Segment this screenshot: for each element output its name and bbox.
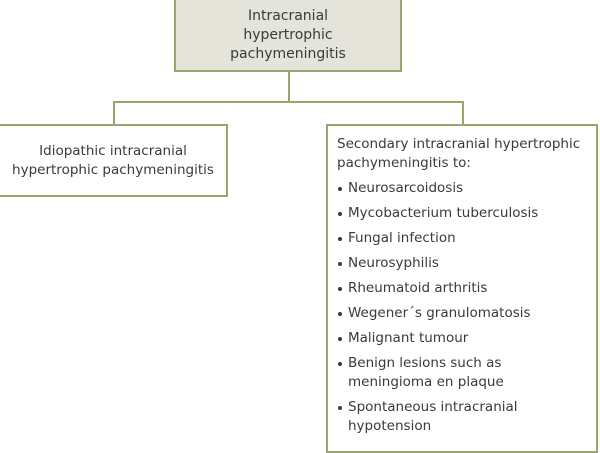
cause-item: Neurosyphilis [337,254,590,273]
cause-item: Wegener´s granulomatosis [337,304,590,323]
causes-list: Neurosarcoidosis Mycobacterium tuberculo… [337,179,590,436]
cause-item: Rheumatoid arthritis [337,279,590,298]
cause-item: Mycobacterium tuberculosis [337,204,590,223]
secondary-node-heading: Secondary intracranial hypertrophic pach… [337,136,581,171]
cause-item: Neurosarcoidosis [337,179,590,198]
cause-item: Benign lesions such as meningioma en pla… [337,354,518,392]
connector-left-down [113,101,115,125]
cause-item: Fungal infection [337,229,590,248]
idiopathic-node-label: Idiopathic intracranial hypertrophic pac… [12,142,214,178]
cause-item: Malignant tumour [337,329,590,348]
root-node: Intracranial hypertrophic pachymeningiti… [174,0,402,72]
idiopathic-node: Idiopathic intracranial hypertrophic pac… [0,124,228,197]
secondary-node: Secondary intracranial hypertrophic pach… [326,124,598,453]
connector-root-down [288,72,290,103]
cause-item: Spontaneous intracranial hypotension [337,398,548,436]
root-node-label: Intracranial hypertrophic pachymeningiti… [230,7,346,62]
connector-horizontal [113,101,464,103]
connector-right-down [462,101,464,125]
